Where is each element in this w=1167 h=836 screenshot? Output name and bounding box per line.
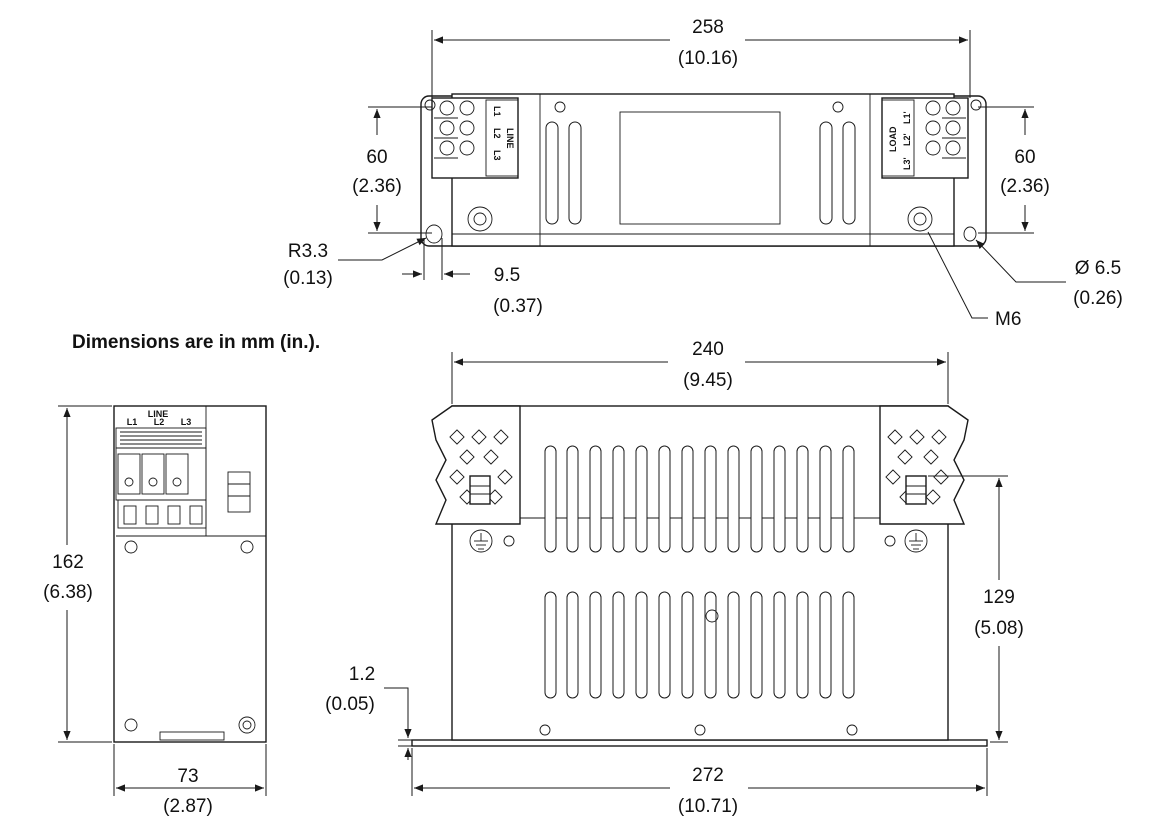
load-label-l2: L2' [902,133,912,146]
dim-top-right-height-mm: 60 [1014,147,1035,168]
label-window [619,111,781,225]
left-bracket [431,405,521,525]
side-label-l3: L3 [181,417,192,427]
side-label-l1: L1 [127,417,138,427]
dim-base-width-mm: 272 [692,765,724,786]
dim-base-width-in: (10.71) [678,796,738,817]
right-bracket [879,405,969,525]
side-label-l2: L2 [154,417,165,427]
dim-top-left-height-mm: 60 [366,147,387,168]
line-label-l2: L2 [492,128,502,139]
dim-radius-mm: R3.3 [288,241,328,262]
dim-front-height-mm: 129 [983,587,1015,608]
dim-top-width-mm: 258 [692,17,724,38]
dim-front-width-in: (9.45) [683,370,733,391]
dim-hole-offset-in: (0.37) [493,296,543,317]
dim-plate-thickness-mm: 1.2 [349,664,375,685]
load-label-l3: L3' [902,157,912,170]
dim-side-height-in: (6.38) [43,582,93,603]
earth-symbol-right-icon [904,529,928,553]
line-label-l3: L3 [492,150,502,161]
load-label-l1: L1' [902,111,912,124]
front-view [411,405,988,747]
ground-stud-right [907,206,933,232]
side-view-dimensions: 162 (6.38) 73 (2.87) [43,405,267,817]
dim-side-width-in: (2.87) [163,796,213,817]
front-ground-stud-left [469,475,491,505]
top-view-body [451,93,955,247]
front-view-body [451,405,949,741]
front-view-dimensions: 240 (9.45) 129 (5.08) 272 (10.71) 1.2 (0… [325,339,1024,817]
top-view: LINE L1 L2 L3 LOAD L1' L2' L3' [420,93,987,247]
dim-top-left-height-in: (2.36) [352,176,402,197]
dim-side-height-mm: 162 [52,552,84,573]
dim-front-height-in: (5.08) [974,618,1024,639]
load-group-label: LOAD [888,126,898,152]
top-view-dimensions: 258 (10.16) 60 (2.36) 60 (2.36) R3.3 (0.… [283,17,1123,330]
earth-symbol-left-icon [469,529,493,553]
side-view-body [113,405,267,743]
dim-stud-label: M6 [995,309,1021,330]
dim-hole-diameter-mm: Ø 6.5 [1075,258,1121,279]
line-label-l1: L1 [492,106,502,117]
dim-radius-in: (0.13) [283,268,333,289]
side-line-group-label: LINE [148,409,169,419]
base-plate [411,739,988,747]
dimensions-note: Dimensions are in mm (in.). [72,332,320,353]
dim-top-right-height-in: (2.36) [1000,176,1050,197]
front-ground-stud-right [905,475,927,505]
dim-front-width-mm: 240 [692,339,724,360]
side-view: LINE L1 L2 L3 [113,405,267,743]
dim-plate-thickness-in: (0.05) [325,694,375,715]
mounting-hole-left [425,224,443,244]
mounting-hole-right [963,226,977,242]
dim-hole-offset-mm: 9.5 [494,265,520,286]
ground-stud-left [467,206,493,232]
dim-top-width-in: (10.16) [678,48,738,69]
dim-hole-diameter-in: (0.26) [1073,288,1123,309]
dim-side-width-mm: 73 [177,766,198,787]
line-group-label: LINE [505,128,515,149]
